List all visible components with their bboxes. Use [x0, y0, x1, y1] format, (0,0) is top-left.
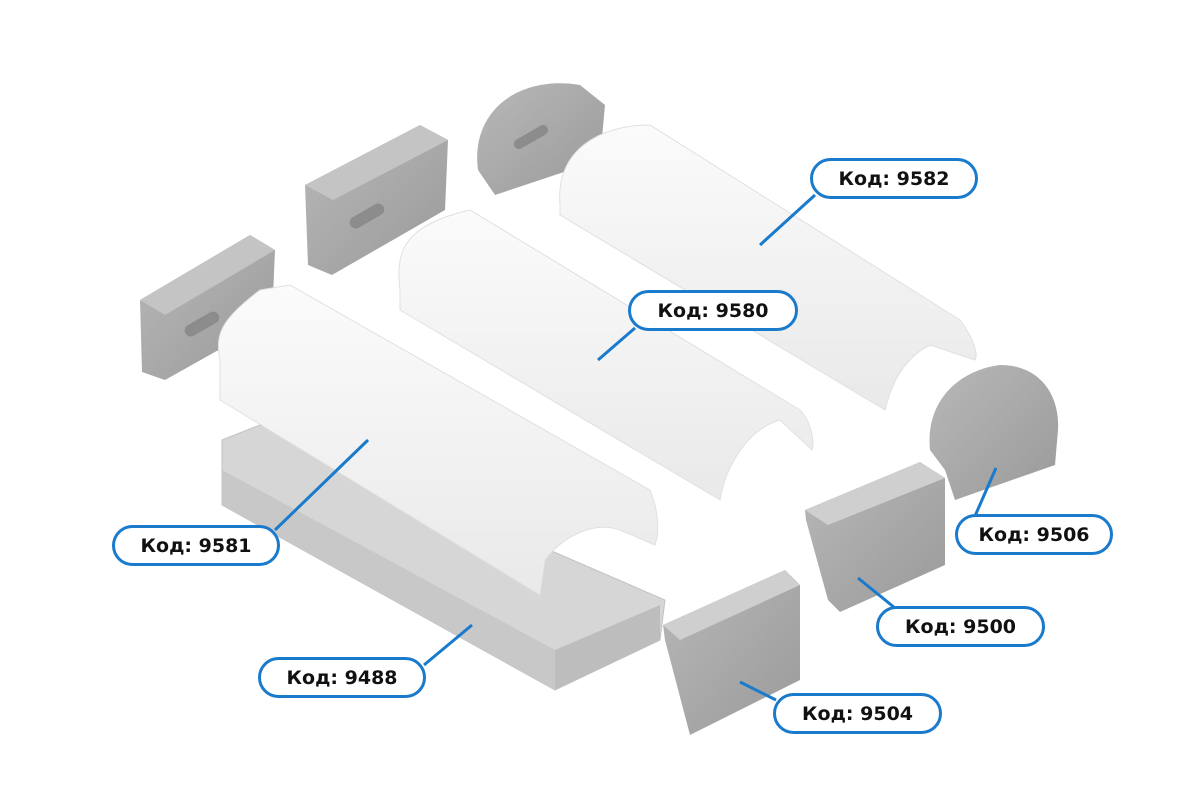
- leader-9504: [739, 680, 777, 702]
- end-cap-left-1: [140, 235, 275, 380]
- end-cap-left-2: [305, 125, 448, 275]
- label-9504: Код: 9504: [773, 693, 942, 734]
- leader-lines: [273, 193, 998, 702]
- label-9581: Код: 9581: [112, 525, 280, 566]
- end-cap-9500: [805, 462, 945, 612]
- leader-9500: [857, 576, 896, 610]
- leader-9506: [973, 467, 998, 517]
- leader-9488: [423, 623, 473, 667]
- diffuser-9581: [217, 284, 659, 596]
- label-9506: Код: 9506: [955, 514, 1113, 555]
- label-9500: Код: 9500: [876, 606, 1045, 647]
- leader-9581: [273, 438, 370, 532]
- label-9582: Код: 9582: [810, 158, 978, 199]
- label-9488: Код: 9488: [258, 657, 426, 698]
- leader-9582: [758, 193, 817, 247]
- profile-9488: [221, 424, 666, 691]
- end-cap-9506: [929, 365, 1059, 500]
- leader-9580: [597, 326, 636, 362]
- diffuser-9582: [559, 124, 977, 411]
- label-9580: Код: 9580: [628, 290, 798, 331]
